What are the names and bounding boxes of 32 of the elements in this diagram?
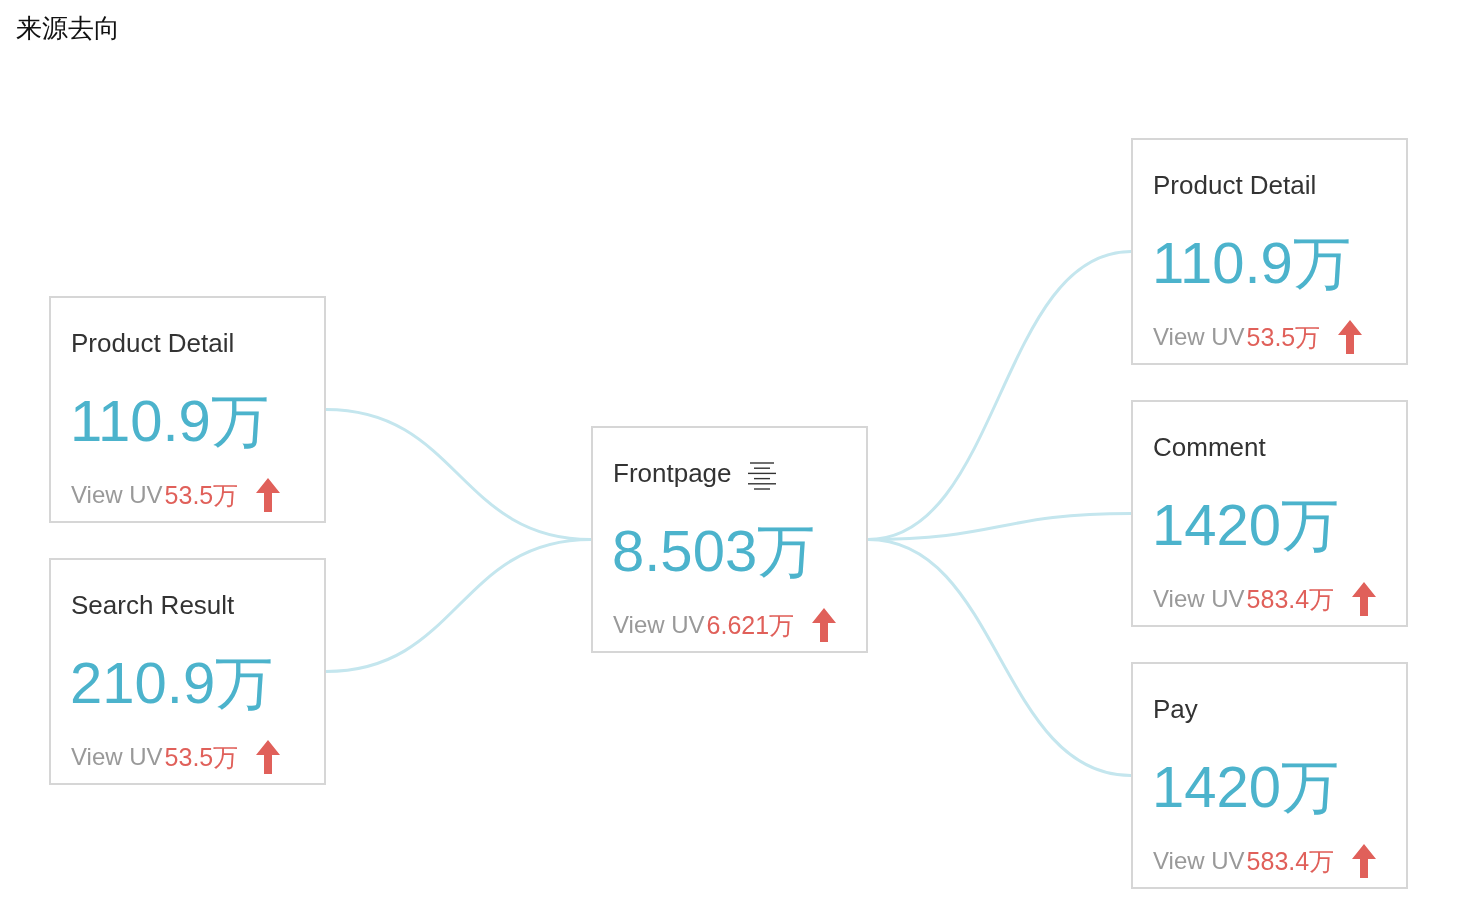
uv-value: 583.4万: [1246, 584, 1335, 614]
card-title: Pay: [1153, 693, 1198, 725]
card-title: Frontpage: [613, 457, 732, 489]
metric-value: 110.9万: [70, 388, 269, 454]
uv-value: 53.5万: [164, 480, 239, 510]
metric-card: [49, 558, 326, 785]
card-title: Product Detail: [1153, 169, 1317, 201]
metric-label: View UV: [1153, 322, 1245, 352]
metric-card: [1131, 662, 1408, 889]
metric-card: [591, 426, 868, 653]
metric-label: View UV: [1153, 584, 1245, 614]
metric-card: [1131, 138, 1408, 365]
connector-curve: [867, 538, 1132, 777]
metric-card: [49, 296, 326, 523]
page-title: 来源去向: [16, 12, 120, 44]
card-title: Search Result: [71, 589, 235, 621]
metric-value: 1420万: [1152, 492, 1340, 558]
uv-value: 53.5万: [1246, 322, 1321, 352]
metric-value: 1420万: [1152, 754, 1340, 820]
metric-value: 8.503万: [612, 518, 816, 584]
uv-value: 53.5万: [164, 742, 239, 772]
metric-value: 110.9万: [1152, 230, 1351, 296]
metric-label: View UV: [71, 742, 163, 772]
card-title: Product Detail: [71, 327, 235, 359]
metric-card: [1131, 400, 1408, 627]
card-title: Comment: [1153, 431, 1266, 463]
metric-value: 210.9万: [70, 650, 274, 716]
uv-value: 583.4万: [1246, 846, 1335, 876]
uv-value: 6.621万: [706, 610, 795, 640]
metric-label: View UV: [1153, 846, 1245, 876]
metric-label: View UV: [71, 480, 163, 510]
metric-label: View UV: [613, 610, 705, 640]
